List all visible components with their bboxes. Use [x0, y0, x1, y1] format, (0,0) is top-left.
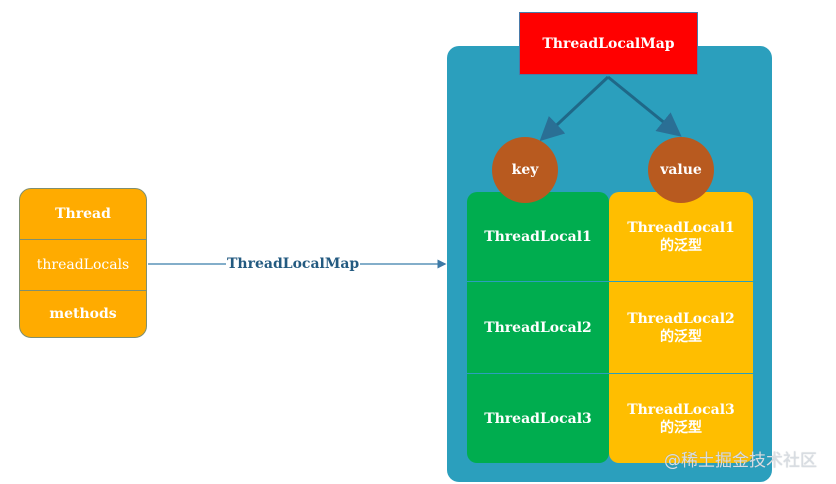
- value-cell-line1: ThreadLocal1: [627, 219, 735, 236]
- value-cell: ThreadLocal1 的泛型: [609, 192, 753, 281]
- value-cell-line1: ThreadLocal3: [627, 401, 735, 418]
- thread-title: Thread: [55, 206, 111, 222]
- connector-label: ThreadLocalMap: [226, 256, 361, 272]
- value-cell-line2: 的泛型: [660, 328, 702, 345]
- value-cell-line2: 的泛型: [660, 237, 702, 254]
- key-cell: ThreadLocal2: [467, 281, 609, 373]
- key-column: ThreadLocal1 ThreadLocal2 ThreadLocal3: [467, 192, 609, 463]
- value-column: ThreadLocal1 的泛型 ThreadLocal2 的泛型 Thread…: [609, 192, 753, 463]
- value-cell-line1: ThreadLocal2: [627, 310, 735, 327]
- map-to-key-arrow: [539, 75, 610, 142]
- thread-local-map-header: ThreadLocalMap: [519, 12, 698, 75]
- map-to-value-arrow: [607, 75, 682, 137]
- thread-locals-field: threadLocals: [20, 239, 146, 291]
- key-cell: ThreadLocal3: [467, 373, 609, 463]
- value-cell: ThreadLocal2 的泛型: [609, 281, 753, 373]
- value-node: value: [648, 137, 714, 203]
- key-cell: ThreadLocal1: [484, 228, 592, 245]
- thread-object: Thread threadLocals methods: [19, 188, 147, 338]
- value-cell-line2: 的泛型: [660, 419, 702, 436]
- thread-methods: methods: [49, 306, 117, 322]
- watermark: @稀土掘金技术社区: [664, 451, 817, 471]
- value-cell: ThreadLocal3 的泛型: [609, 373, 753, 463]
- key-node: key: [492, 137, 558, 203]
